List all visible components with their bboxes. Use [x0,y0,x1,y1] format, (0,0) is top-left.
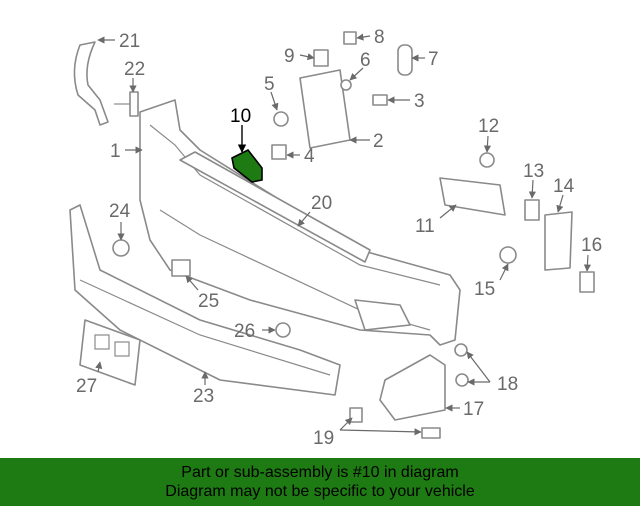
callout-7: 7 [428,49,439,70]
part-24-bolt [112,239,130,257]
part-20-grille-insert [179,151,371,263]
part-6-washer [340,79,352,91]
part-9-nut [313,49,329,67]
callout-9: 9 [284,46,295,67]
callout-4: 4 [304,146,315,167]
parts-diagram: 1 2 3 4 5 6 7 8 9 10 11 12 13 14 15 16 1… [69,27,602,449]
callout-22: 22 [124,59,145,80]
callout-labels: 1 2 3 4 5 6 7 8 9 10 11 12 13 14 15 16 1… [76,27,602,449]
leader-lines [95,33,591,436]
callout-5: 5 [264,74,275,95]
callout-2: 2 [373,131,384,152]
part-27-license-bracket [79,319,141,386]
callout-19: 19 [313,428,334,449]
part-22-bolt [114,91,139,117]
part-12-bolt [479,152,495,168]
callout-20: 20 [311,193,332,214]
part-17-fog-bezel [379,354,446,421]
callout-17: 17 [463,399,484,420]
part-3-bolt [372,94,388,106]
part-16-clip [579,271,595,293]
callout-16: 16 [581,235,602,256]
part-26-push-pin [275,322,291,338]
part-21-bracket [73,41,109,126]
banner-line-2: Diagram may not be specific to your vehi… [165,483,475,500]
callout-15: 15 [474,279,495,300]
part-13-clip [524,199,540,221]
part-14-bracket [544,211,573,271]
info-banner: Part or sub-assembly is #10 in diagram D… [0,458,640,506]
part-18-bolt [454,343,469,387]
callout-24: 24 [109,201,131,222]
part-10-highlighted-bracket [231,148,263,183]
part-7-clip [397,44,413,76]
callout-3: 3 [414,91,425,112]
part-25-clip [171,259,191,277]
part-23-lower-valance [69,204,341,396]
part-4-clip [271,144,287,160]
callout-14: 14 [553,176,575,197]
callout-23: 23 [193,386,214,407]
callout-12: 12 [478,116,499,137]
callout-26: 26 [234,321,255,342]
callout-10-highlighted: 10 [230,106,251,127]
callout-13: 13 [523,161,544,182]
callout-18: 18 [497,374,518,395]
part-15-bolt [499,246,517,264]
part-19-nut [349,407,441,439]
callout-1: 1 [110,141,121,162]
callout-6: 6 [360,50,371,71]
part-8-nut [343,31,357,45]
callout-11: 11 [415,216,435,237]
part-5-screw [273,111,289,127]
callout-8: 8 [374,27,385,48]
callout-21: 21 [119,31,140,52]
callout-27: 27 [76,376,97,397]
callout-25: 25 [198,291,219,312]
banner-line-1: Part or sub-assembly is #10 in diagram [181,464,459,481]
